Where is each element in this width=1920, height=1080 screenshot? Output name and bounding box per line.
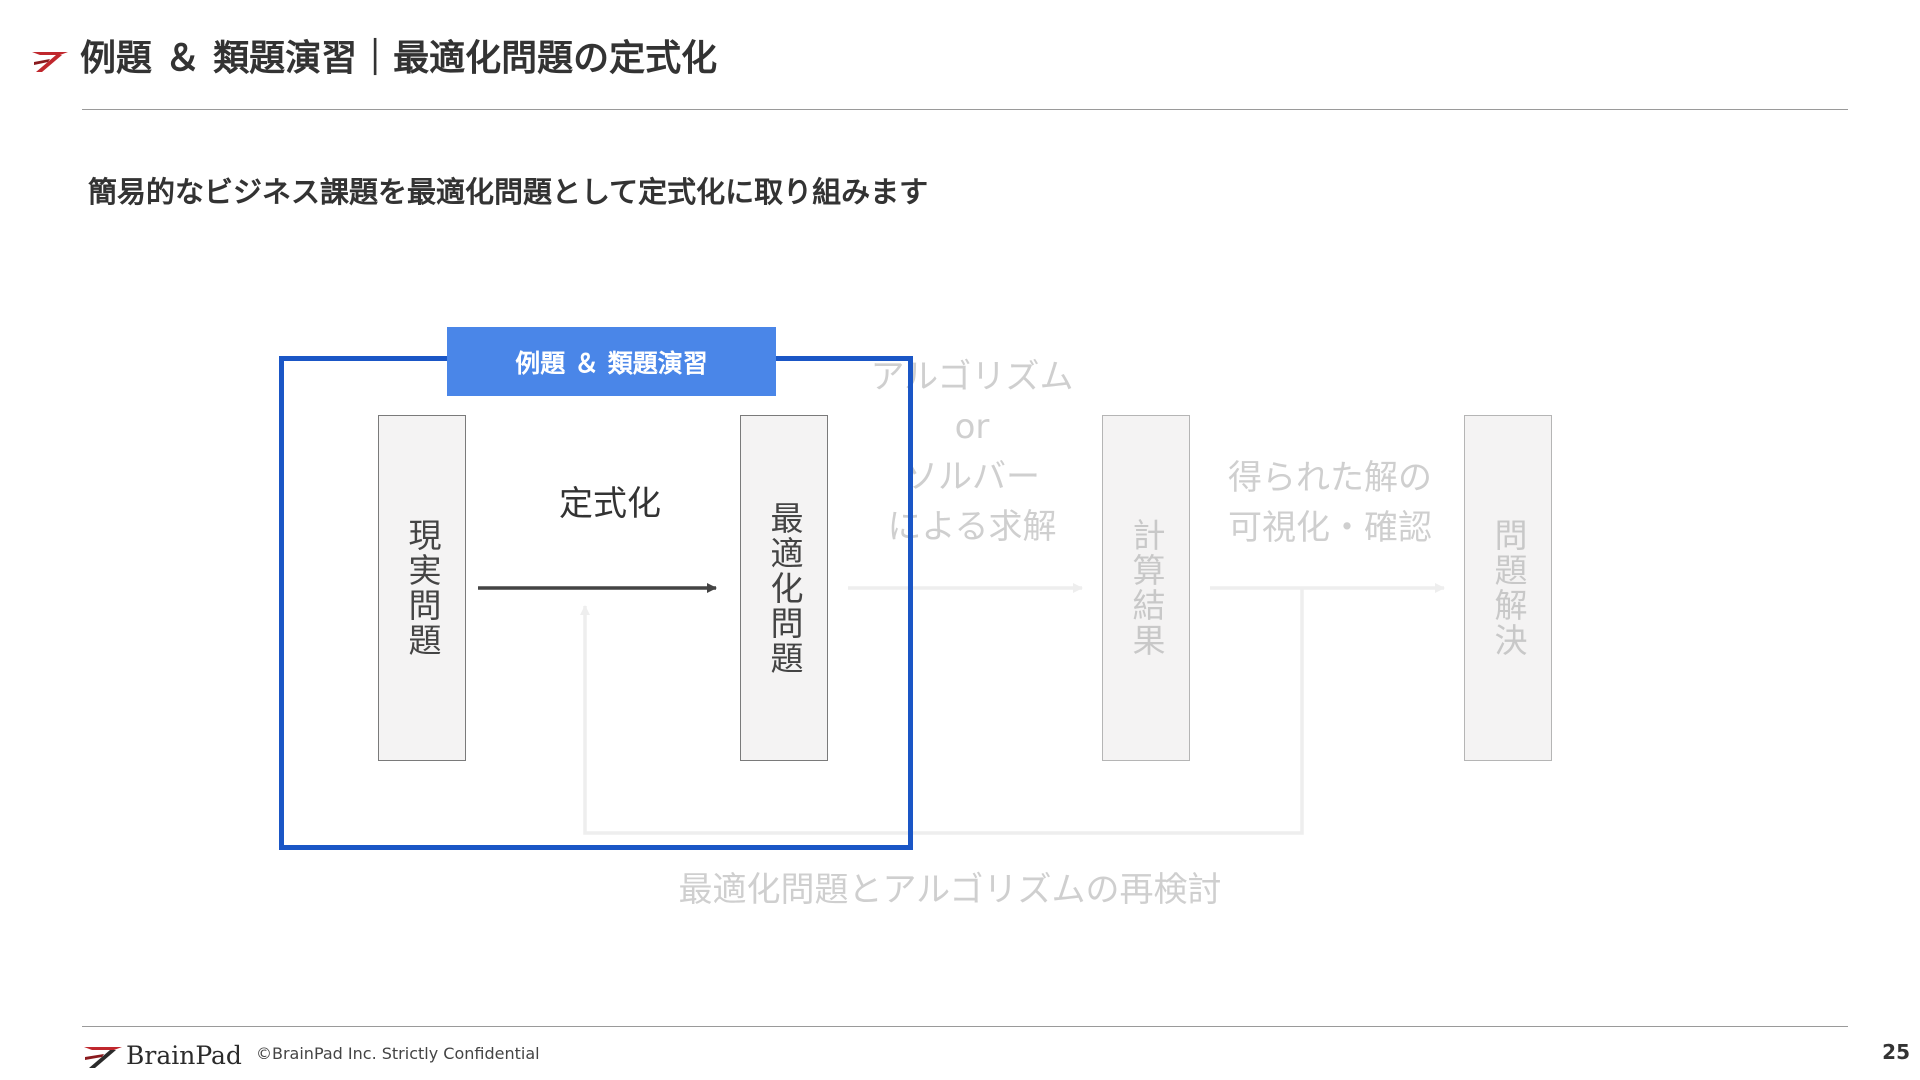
stage-label: 問題解決 <box>1489 518 1528 658</box>
footer-divider <box>82 1026 1848 1027</box>
formulate-caption: 定式化 <box>559 484 661 524</box>
page-number: 25 <box>1882 1040 1910 1064</box>
header-divider <box>82 109 1848 110</box>
stage-problem-solved: 問題解決 <box>1464 415 1552 761</box>
brand-mark-icon <box>32 52 68 72</box>
footer-brand-name: BrainPad <box>126 1040 242 1070</box>
slide-subtitle: 簡易的なビジネス課題を最適化問題として定式化に取り組みます <box>88 175 929 209</box>
solver-caption-line: or <box>954 407 990 447</box>
page-title: 例題 ＆ 類題演習｜最適化問題の定式化 <box>80 38 718 79</box>
visualize-caption-line: 可視化・確認 <box>1228 508 1432 548</box>
revisit-caption: 最適化問題とアルゴリズムの再検討 <box>678 870 1222 910</box>
solver-caption-line: ソルバー <box>904 457 1040 497</box>
stage-real-problem: 現実問題 <box>378 415 466 761</box>
footer-logo: BrainPad <box>82 1038 242 1072</box>
stage-label: 計算結果 <box>1127 518 1166 658</box>
stage-optimization-problem: 最適化問題 <box>740 415 828 761</box>
solver-caption: アルゴリズム or ソルバー による求解 <box>852 352 1092 552</box>
solver-caption-line: アルゴリズム <box>870 357 1074 397</box>
stage-label: 最適化問題 <box>765 500 804 676</box>
example-highlight-frame <box>279 356 913 850</box>
example-highlight-label: 例題 ＆ 類題演習 <box>447 327 776 396</box>
stage-label: 現実問題 <box>403 518 442 658</box>
visualize-caption-line: 得られた解の <box>1228 458 1432 498</box>
feedback-arrow <box>580 588 1304 835</box>
brand-mark-icon <box>84 1047 122 1068</box>
solver-caption-line: による求解 <box>887 507 1057 547</box>
footer-copyright: ©BrainPad Inc. Strictly Confidential <box>256 1044 540 1063</box>
visualize-caption: 得られた解の 可視化・確認 <box>1210 453 1450 553</box>
stage-calculation-result: 計算結果 <box>1102 415 1190 761</box>
